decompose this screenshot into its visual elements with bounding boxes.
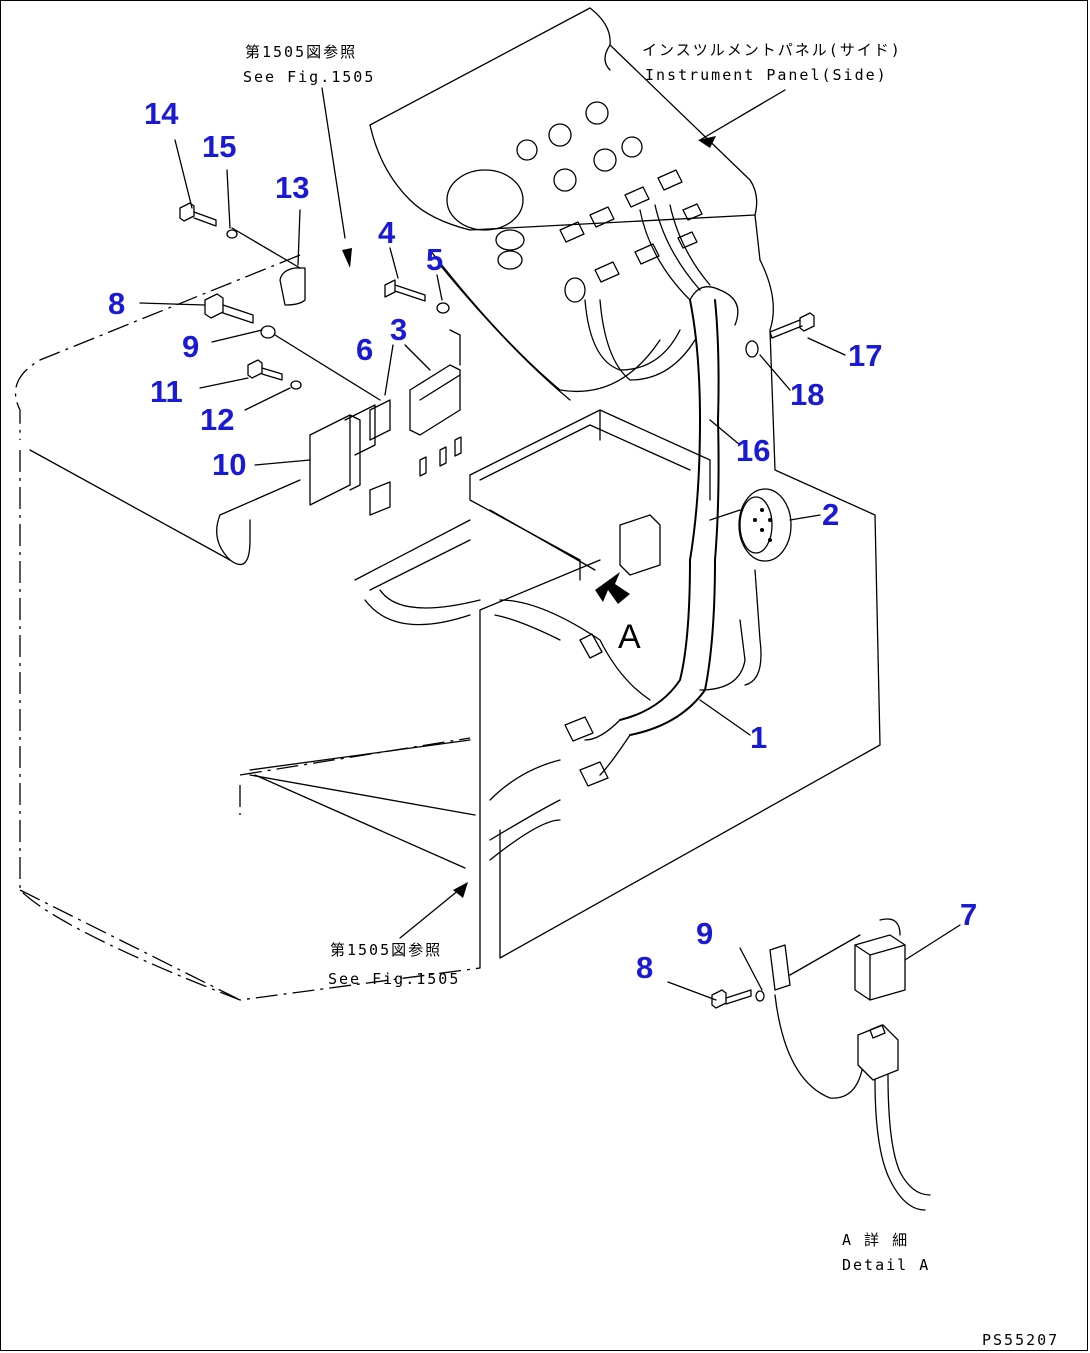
view-letter-a: A [618,618,641,656]
callout-2: 2 [822,497,839,532]
arrowheads [342,136,716,898]
callout-16: 16 [736,433,770,468]
callout-14: 14 [144,96,179,131]
instrument-panel-housing [29,7,881,969]
callout-5: 5 [426,242,443,277]
callout-6: 6 [356,332,373,367]
callout-11: 11 [150,374,183,409]
callout-17: 17 [848,338,882,373]
panel-label-jp: インスツルメントパネル(サイド) [642,41,902,59]
view-a-arrow [595,572,630,604]
reference-notes: 第1505図参照 See Fig.1505 インスツルメントパネル(サイド) I… [243,41,1059,1349]
ref-top-jp: 第1505図参照 [245,43,357,61]
callout-9-detail: 9 [696,916,713,951]
callout-9: 9 [182,329,199,364]
panel-label-en: Instrument Panel(Side) [645,66,888,84]
component-parts [179,202,815,787]
callout-18: 18 [790,377,824,412]
detail-label-jp: A 詳 細 [842,1231,909,1249]
callout-12: 12 [200,402,234,437]
ref-bottom-jp: 第1505図参照 [330,941,442,959]
ref-bottom-en: See Fig.1505 [328,970,460,988]
leader-lines [139,87,961,1001]
detail-a-parts [711,918,931,1211]
callout-1: 1 [750,720,767,755]
detail-label-en: Detail A [842,1256,930,1274]
callout-13: 13 [275,170,309,205]
callout-7: 7 [960,897,977,932]
wiring-harness [364,204,762,861]
callout-15: 15 [202,129,236,164]
callout-3: 3 [390,312,407,347]
dash-outline [14,254,481,1001]
callout-4: 4 [378,215,396,250]
panel-gauges [446,101,703,303]
callout-8-detail: 8 [636,950,653,985]
callout-8: 8 [108,286,125,321]
ref-top-en: See Fig.1505 [243,68,375,86]
callout-10: 10 [212,447,246,482]
callout-labels: 14 15 13 4 5 8 9 3 6 11 12 10 17 18 16 2… [108,96,977,985]
drawing-code: PS55207 [982,1331,1059,1349]
